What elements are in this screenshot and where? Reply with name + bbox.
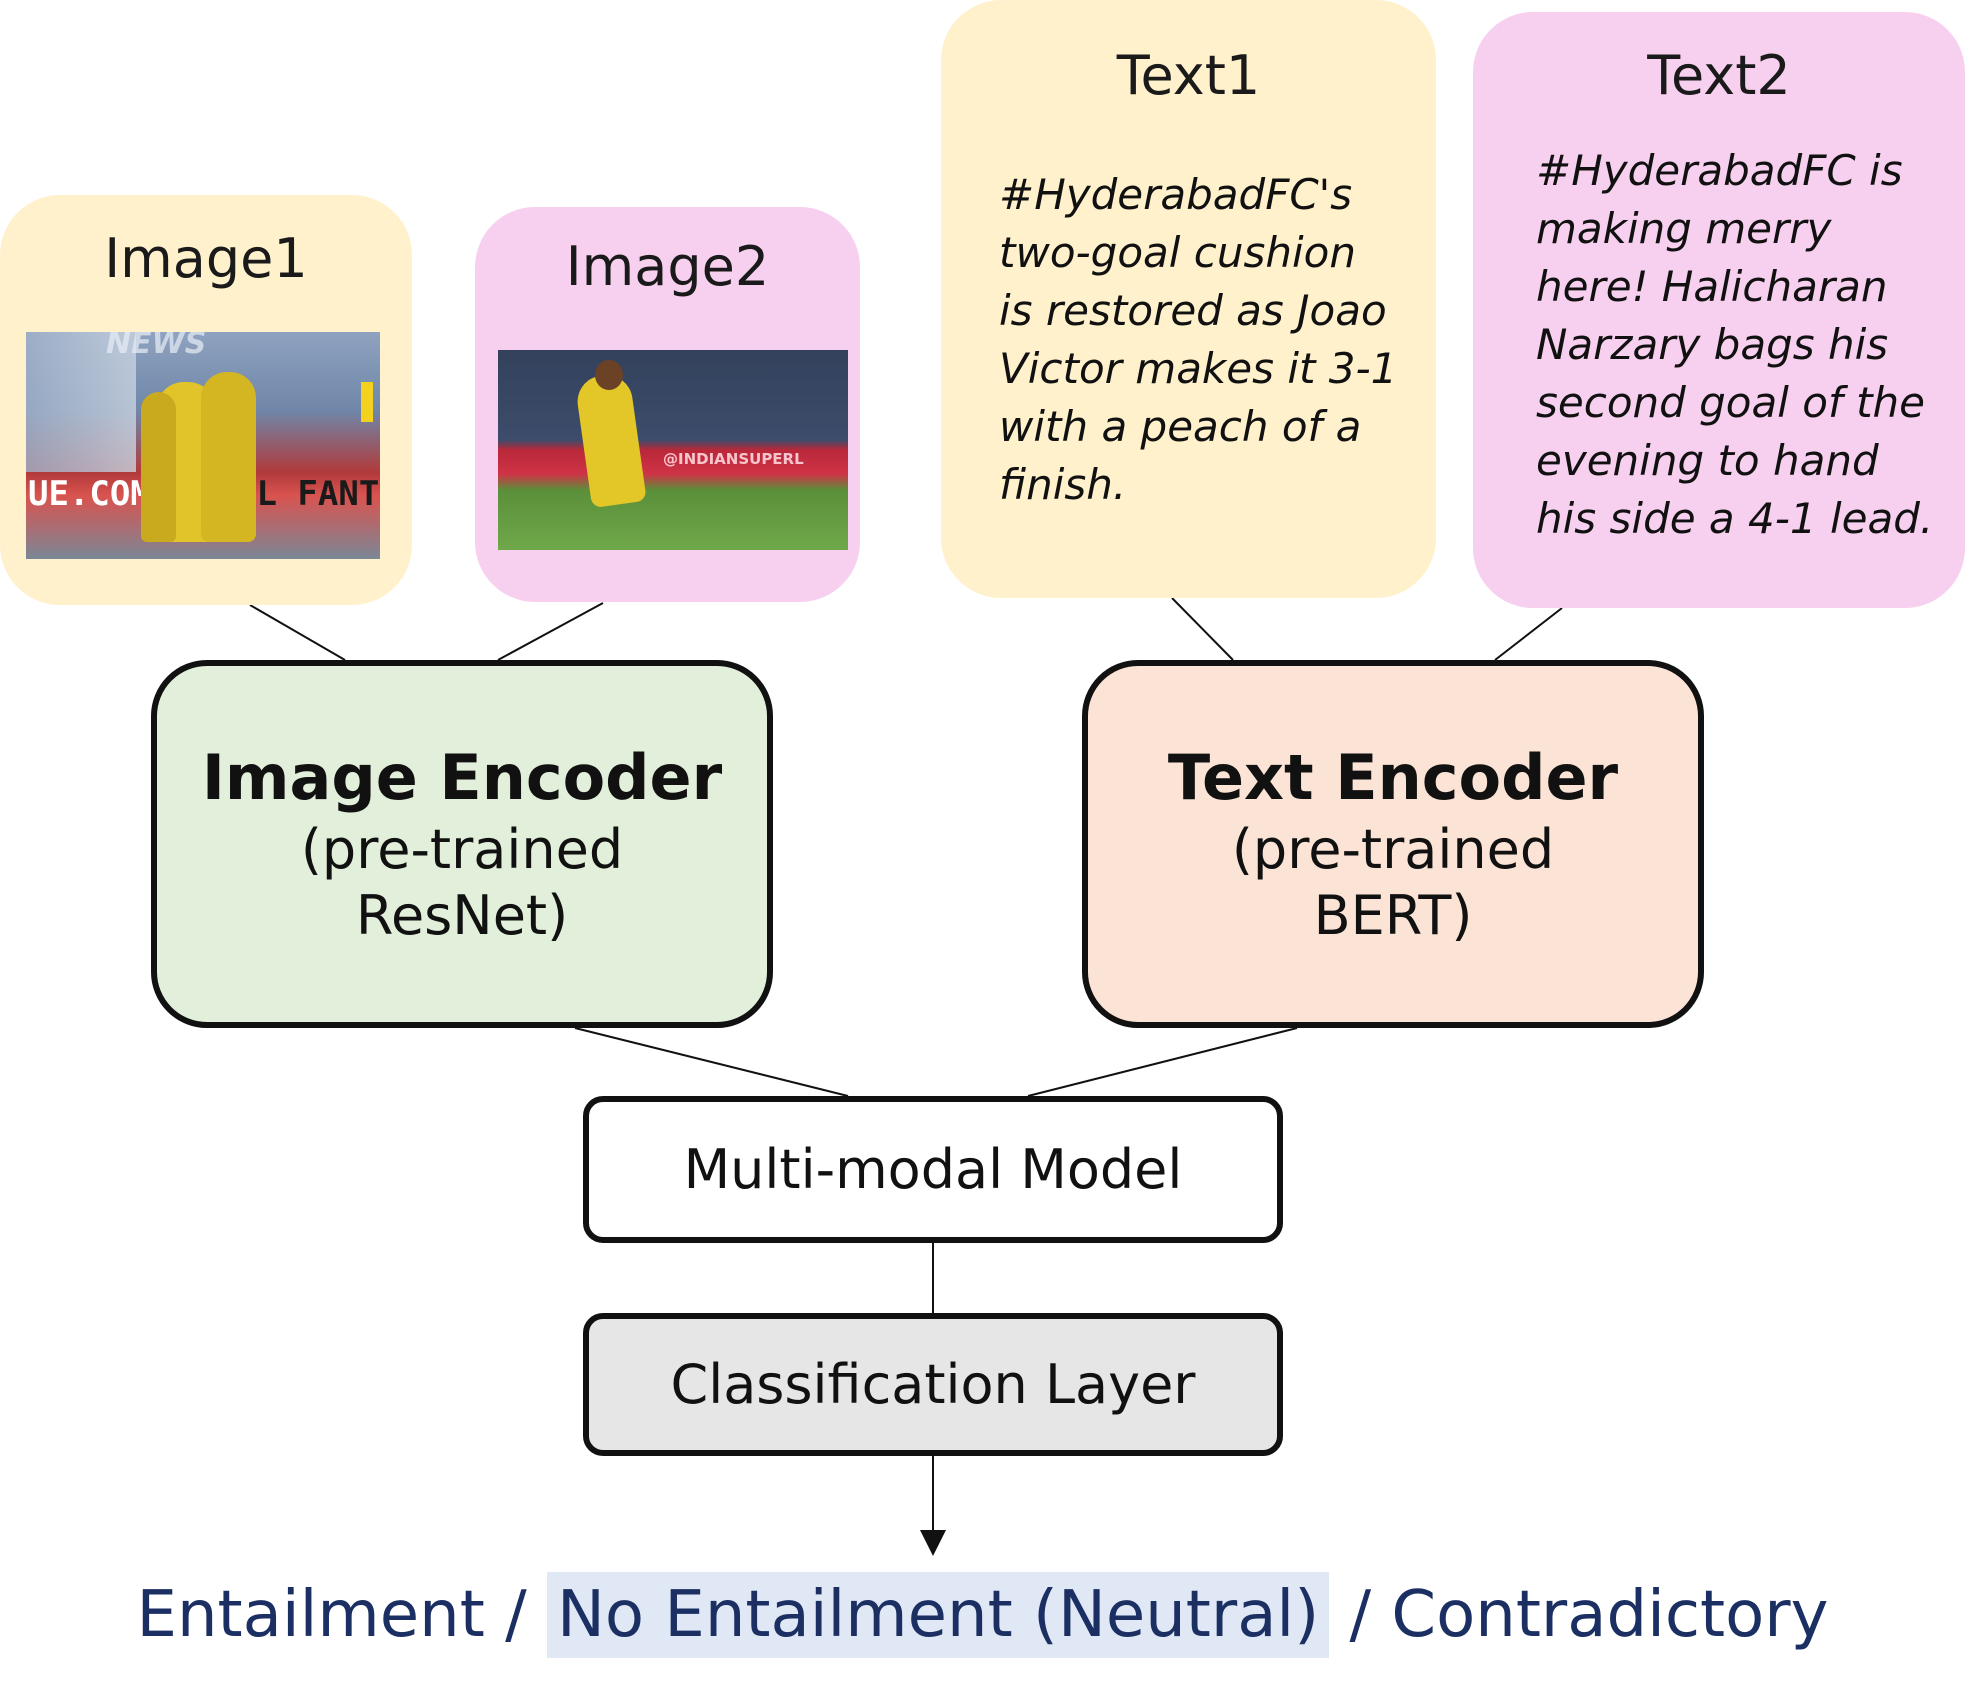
corner-flag	[361, 382, 373, 422]
outcome-neutral: No Entailment (Neutral)	[547, 1572, 1330, 1658]
image-encoder-title: Image Encoder	[201, 741, 723, 814]
player-running	[574, 371, 647, 509]
photo-banner-top-text: NEWS	[106, 332, 207, 361]
text1-title: Text1	[1116, 44, 1261, 107]
text-encoder-subtitle-line1: (pre-trained	[1231, 818, 1555, 881]
text-encoder-box: Text Encoder (pre-trained BERT)	[1082, 660, 1704, 1028]
multimodal-model-box: Multi-modal Model	[583, 1096, 1283, 1243]
image2-title: Image2	[565, 235, 770, 298]
outcome-labels: Entailment / No Entailment (Neutral) / C…	[0, 1572, 1965, 1658]
image-encoder-subtitle-line1: (pre-trained	[300, 818, 624, 881]
image-encoder-subtitle-line2: ResNet)	[355, 884, 569, 947]
outcome-contradictory: / Contradictory	[1329, 1578, 1829, 1652]
connector-image-encoder-model	[574, 1027, 849, 1097]
text-encoder-title: Text Encoder	[1167, 741, 1619, 814]
connector-image2-encoder	[497, 602, 604, 661]
multimodal-model-label: Multi-modal Model	[683, 1138, 1183, 1201]
player-head	[595, 360, 623, 390]
image1-photo: NEWS UE.COM SL FANT	[26, 332, 380, 559]
text2-card: Text2 #HyderabadFC is making merry here!…	[1473, 12, 1965, 608]
text1-card: Text1 #HyderabadFC's two-goal cushion is…	[941, 0, 1436, 598]
connector-image1-encoder	[249, 604, 346, 661]
connector-text1-encoder	[1171, 597, 1234, 661]
image1-title: Image1	[104, 227, 308, 290]
classification-layer-label: Classification Layer	[670, 1353, 1196, 1416]
image2-card: Image2 @INDIANSUPERL	[475, 207, 860, 602]
image1-card: Image1 NEWS UE.COM SL FANT	[0, 195, 412, 605]
player-c	[141, 392, 176, 542]
photo-banner-left-text: UE.COM	[28, 474, 151, 514]
classification-layer-box: Classification Layer	[583, 1313, 1283, 1456]
photo-banner-right-text: SL FANT	[236, 474, 380, 514]
photo-banner-text: @INDIANSUPERL	[663, 450, 804, 468]
photo-stand-left	[26, 332, 136, 472]
text-encoder-subtitle-line2: BERT)	[1313, 884, 1473, 947]
image-encoder-box: Image Encoder (pre-trained ResNet)	[151, 660, 773, 1028]
text1-body: #HyderabadFC's two-goal cushion is resto…	[999, 170, 1398, 509]
arrowhead	[920, 1530, 946, 1556]
text2-body: #HyderabadFC is making merry here! Halic…	[1536, 146, 1934, 543]
connector-text2-encoder	[1494, 607, 1563, 661]
connector-text-encoder-model	[1027, 1027, 1298, 1097]
text2-title: Text2	[1647, 44, 1791, 107]
player-b	[201, 372, 256, 542]
outcome-entailment: Entailment /	[136, 1578, 548, 1652]
image2-photo: @INDIANSUPERL	[498, 350, 848, 550]
